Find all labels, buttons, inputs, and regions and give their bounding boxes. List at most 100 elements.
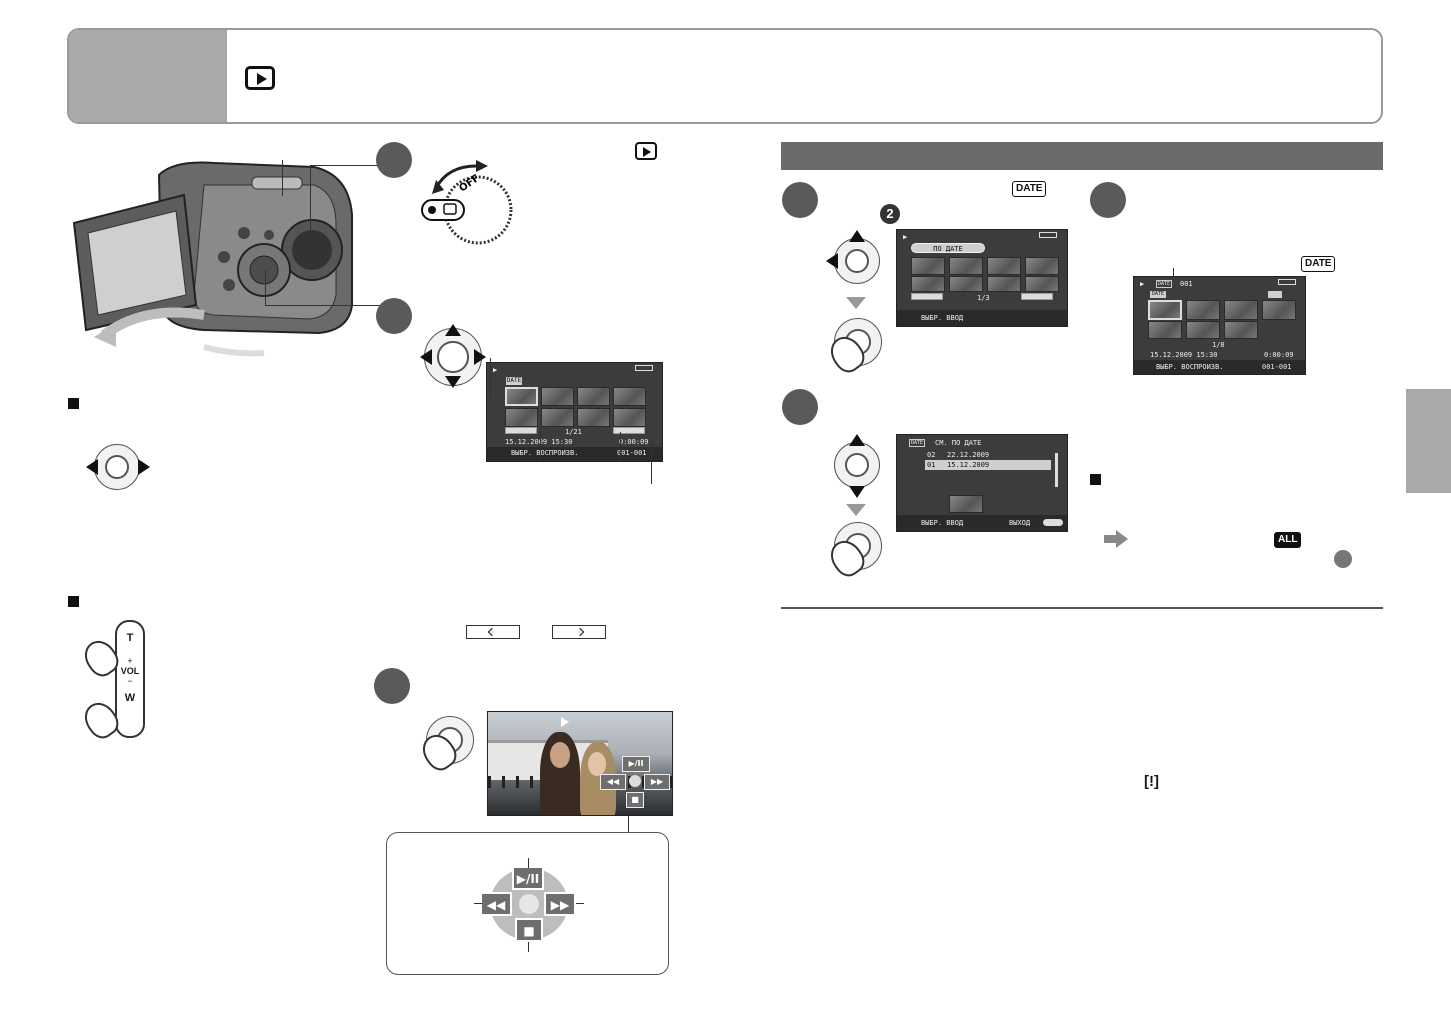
next-page-button[interactable] xyxy=(1021,293,1053,300)
rewind-icon: ◀◀ xyxy=(480,892,512,916)
bullet-square xyxy=(1090,474,1101,485)
thumbnail[interactable] xyxy=(505,408,538,427)
list-item-index: 01 xyxy=(927,461,936,469)
list-item-date[interactable]: 15.12.2009 xyxy=(947,461,990,469)
section-band xyxy=(781,142,1383,170)
thumbnail[interactable] xyxy=(613,387,646,406)
leader-line xyxy=(540,430,541,460)
footer-hint: ВЫБР. ВОСПРОИЗВ. xyxy=(511,449,579,457)
footer-hint: ВЫБР. ВОСПРОИЗВ. xyxy=(1156,363,1224,371)
play-pause-icon: ▶/II xyxy=(512,866,544,890)
play-mode-icon xyxy=(245,66,275,90)
thumbnail[interactable] xyxy=(1025,276,1059,292)
thumbnail[interactable] xyxy=(1224,321,1258,339)
battery-icon xyxy=(1039,232,1057,238)
leader-line xyxy=(528,858,529,868)
list-scrollbar[interactable] xyxy=(1055,453,1058,487)
thumbnail[interactable] xyxy=(577,408,610,427)
battery-icon xyxy=(1278,279,1296,285)
next-page-key xyxy=(552,625,606,639)
thumbnail[interactable] xyxy=(1186,321,1220,339)
leader-line xyxy=(576,903,584,904)
thumbnail[interactable] xyxy=(1148,321,1182,339)
play-pause-icon[interactable]: ▶/II xyxy=(622,756,650,772)
leader-line xyxy=(651,438,652,484)
bullet-square xyxy=(68,398,79,409)
date-icon: DATE xyxy=(1012,181,1047,197)
duration: 0:00:09 xyxy=(1264,351,1294,359)
all-icon: ALL xyxy=(1274,532,1302,548)
step-1-bubble xyxy=(782,182,818,218)
zoom-lever[interactable] xyxy=(115,620,145,738)
datetime: 15.12.2009 15:30 xyxy=(505,438,573,446)
thumbnail[interactable] xyxy=(911,276,945,292)
leader-line xyxy=(528,942,529,952)
right-arrow-icon xyxy=(474,349,486,365)
prev-page-button[interactable] xyxy=(505,427,537,434)
left-arrow-icon xyxy=(420,349,432,365)
four-way-pad[interactable] xyxy=(834,238,880,284)
right-arrow-icon xyxy=(138,459,150,475)
up-down-pad[interactable] xyxy=(834,442,880,488)
zoom-w-label: W xyxy=(124,692,136,704)
datetime: 15.12.2009 15:30 xyxy=(1150,351,1218,359)
list-item-date[interactable]: 22.12.2009 xyxy=(947,451,990,459)
warning-icon: [!] xyxy=(1144,773,1159,790)
leader-line xyxy=(620,432,621,462)
step-2-bubble xyxy=(782,389,818,425)
date-icon: DATE xyxy=(1301,256,1336,272)
playback-photo: ▶/II ◀◀ ▶▶ ■ xyxy=(487,711,673,816)
thumbnail xyxy=(949,495,983,513)
play-icon xyxy=(560,716,569,728)
leader-line xyxy=(265,305,380,306)
next-page-button[interactable] xyxy=(613,427,645,434)
file-counter: 001-001 xyxy=(1262,363,1292,371)
thumbnail[interactable] xyxy=(577,387,610,406)
date-tag: DATE xyxy=(1150,291,1166,298)
step-3-bubble xyxy=(1090,182,1126,218)
thumbnail[interactable] xyxy=(1186,300,1220,320)
thumbnail[interactable] xyxy=(1224,300,1258,320)
selected-list-row[interactable] xyxy=(925,460,1051,470)
stop-icon: ■ xyxy=(515,918,543,942)
thumbnail[interactable] xyxy=(987,257,1021,275)
thumbnail[interactable] xyxy=(541,387,574,406)
date-tag: DATE xyxy=(506,377,522,385)
thumbnail[interactable] xyxy=(987,276,1021,292)
step-2-bubble xyxy=(376,298,412,334)
page-header xyxy=(67,28,1383,124)
thumbnail[interactable] xyxy=(911,257,945,275)
thumbnail[interactable] xyxy=(949,257,983,275)
leader-line xyxy=(490,358,491,398)
thumbnail[interactable] xyxy=(505,387,538,406)
thumbnail[interactable] xyxy=(541,408,574,427)
thumbnail[interactable] xyxy=(1025,257,1059,275)
page-counter: 1/8 xyxy=(1212,341,1225,349)
thumbnail[interactable] xyxy=(1262,300,1296,320)
leader-line xyxy=(282,160,283,196)
step-ref-bubble xyxy=(1334,550,1352,568)
by-date-banner[interactable]: ПО ДАТЕ xyxy=(911,243,985,253)
circled-step-2: 2 xyxy=(880,204,900,224)
center-button-icon xyxy=(519,894,539,914)
left-right-pad[interactable] xyxy=(94,444,140,490)
prev-page-button[interactable] xyxy=(911,293,943,300)
battery-icon xyxy=(635,365,653,371)
stop-icon[interactable]: ■ xyxy=(626,792,644,808)
thumbnail[interactable] xyxy=(1148,300,1182,320)
rewind-icon[interactable]: ◀◀ xyxy=(600,774,626,790)
counter-top: 001 xyxy=(1180,280,1193,288)
thumbnail[interactable] xyxy=(613,408,646,427)
header-tab xyxy=(69,30,227,122)
down-flow-arrow-icon xyxy=(846,297,866,309)
fast-forward-icon[interactable]: ▶▶ xyxy=(644,774,670,790)
tag-box xyxy=(1268,291,1282,298)
menu-button-icon xyxy=(1043,519,1063,526)
thumbnail[interactable] xyxy=(949,276,983,292)
leader-line xyxy=(628,816,629,832)
play-mode-icon xyxy=(635,142,657,160)
step-3-bubble xyxy=(374,668,410,704)
down-arrow-icon xyxy=(849,486,865,498)
leader-line xyxy=(310,165,380,166)
bullet-square xyxy=(68,596,79,607)
